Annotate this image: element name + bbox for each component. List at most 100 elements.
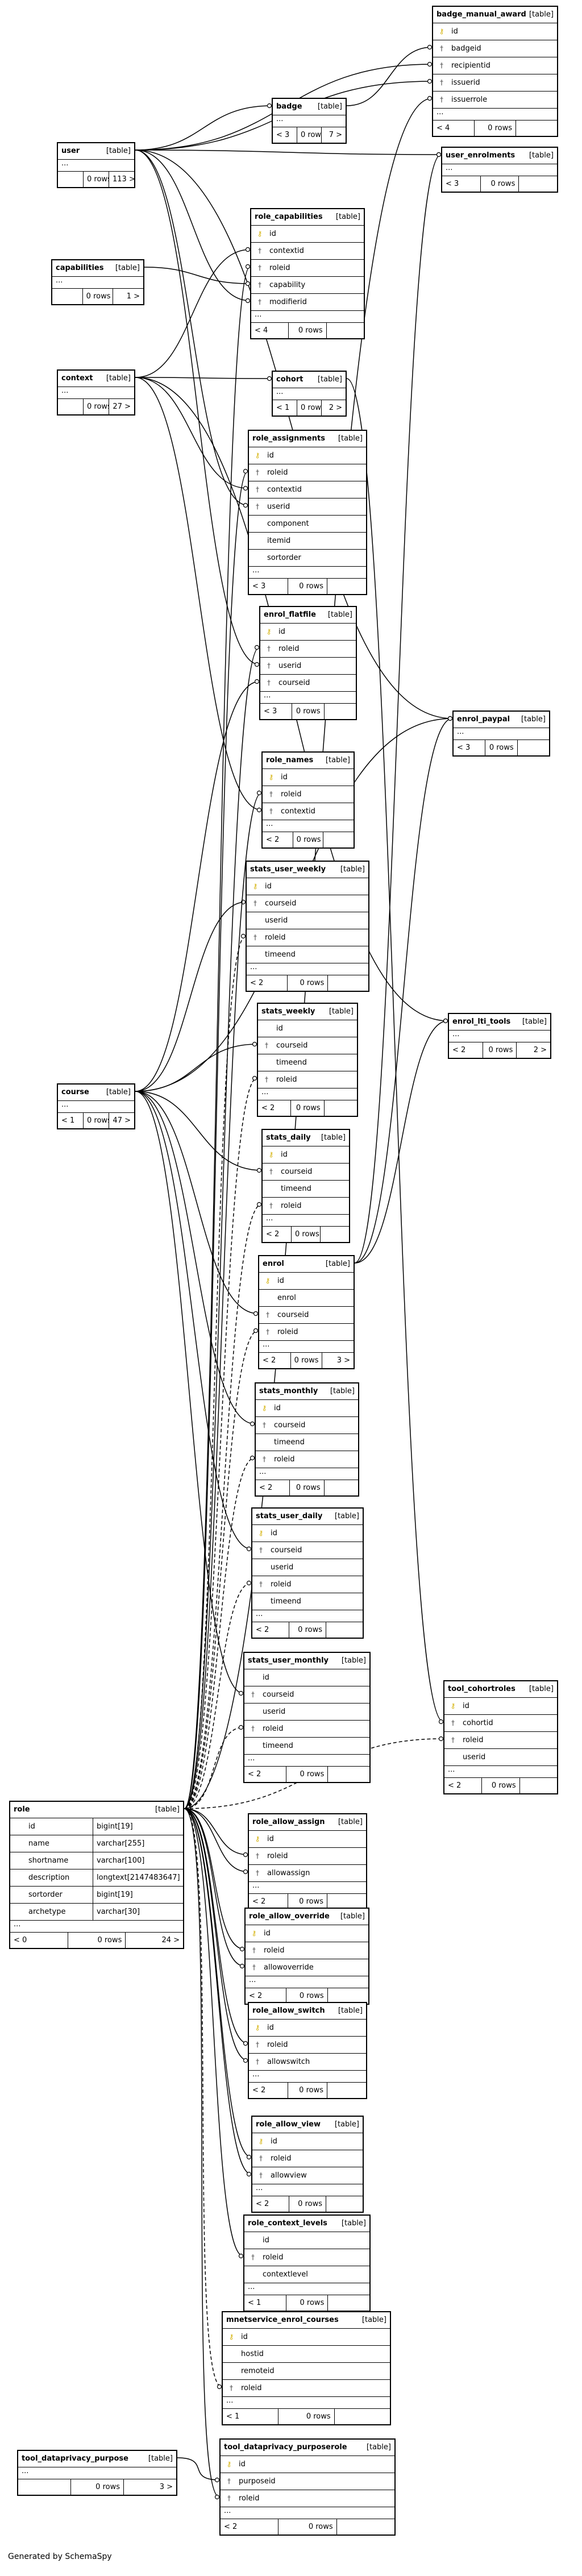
parents-count[interactable]: < 2 [261, 1104, 275, 1112]
table-course[interactable]: course[table]...< 10 rows47 > [57, 1083, 135, 1129]
children-count[interactable] [334, 2409, 390, 2424]
relationship-end-marker [245, 264, 251, 269]
parents-count[interactable]: < 1 [61, 1116, 75, 1125]
table-badge-manual-award[interactable]: badge_manual_award[table]⚷id†badgeid†rec… [432, 6, 558, 137]
parents-count[interactable]: < 2 [266, 1230, 280, 1239]
table-header: stats_daily[table] [263, 1130, 349, 1146]
table-role-allow-override[interactable]: role_allow_override[table]⚷id†roleid†all… [244, 1908, 369, 2005]
children-count[interactable] [516, 121, 557, 136]
parents-count[interactable]: < 2 [252, 1897, 266, 1906]
children-count[interactable] [327, 1988, 368, 2004]
table-role-capabilities[interactable]: role_capabilities[table]⚷id†contextid†ro… [250, 208, 365, 339]
table-role-allow-assign[interactable]: role_allow_assign[table]⚷id†roleid†allow… [248, 1813, 367, 1910]
parents-count[interactable]: < 3 [264, 707, 277, 716]
parents-count[interactable]: < 2 [259, 1484, 273, 1492]
parents-count[interactable]: < 2 [249, 1992, 263, 2000]
parents-count[interactable]: < 3 [276, 131, 290, 139]
children-count[interactable]: 113 > [109, 172, 134, 187]
relationship-end-marker [443, 1018, 448, 1024]
children-count[interactable] [323, 1480, 358, 1495]
foreign-key-icon: † [269, 807, 273, 815]
children-count[interactable] [323, 704, 356, 719]
parents-count[interactable]: < 2 [448, 1781, 462, 1790]
children-count[interactable] [327, 975, 368, 991]
parents-count[interactable]: < 2 [252, 2086, 266, 2095]
children-count[interactable]: 47 > [109, 1113, 134, 1128]
children-count[interactable] [327, 2083, 366, 2098]
parents-count[interactable]: < 1 [226, 2412, 240, 2421]
table-tool-dataprivacy-purpose[interactable]: tool_dataprivacy_purpose[table]...0 rows… [17, 2450, 177, 2496]
children-count[interactable] [327, 2295, 369, 2311]
column-row: †allowoverride [246, 1959, 368, 1976]
table-role-allow-view[interactable]: role_allow_view[table]⚷id†roleid†allowvi… [251, 2116, 364, 2213]
parents-count[interactable]: < 2 [224, 2523, 238, 2531]
parents-count[interactable]: < 0 [14, 1936, 27, 1945]
children-count[interactable] [518, 176, 557, 192]
children-count[interactable] [327, 1767, 369, 1782]
children-count[interactable] [327, 579, 366, 594]
table-badge[interactable]: badge[table]...< 30 rows7 > [272, 98, 347, 144]
children-count[interactable] [336, 2519, 394, 2535]
children-count[interactable]: 27 > [109, 399, 134, 414]
relationship-end-marker [243, 1869, 248, 1875]
table-tool-dataprivacy-purposerole[interactable]: tool_dataprivacy_purposerole[table]⚷id†p… [219, 2438, 396, 2536]
table-context[interactable]: context[table]...0 rows27 > [57, 369, 135, 416]
children-count[interactable]: 7 > [321, 127, 346, 143]
parents-count[interactable] [52, 289, 82, 304]
children-count[interactable] [327, 1894, 366, 1909]
parents-count[interactable]: < 1 [248, 2299, 261, 2307]
table-user[interactable]: user[table]...0 rows113 > [57, 142, 135, 188]
parents-count[interactable]: < 3 [446, 180, 459, 188]
parents-count[interactable] [18, 2479, 70, 2495]
table-enrol-flatfile[interactable]: enrol_flatfile[table]⚷id†roleid†userid†c… [259, 606, 357, 720]
children-count[interactable] [517, 740, 549, 755]
table-role-assignments[interactable]: role_assignments[table]⚷id†roleid†contex… [248, 430, 367, 595]
parents-count[interactable] [58, 172, 83, 187]
children-count[interactable]: 2 > [321, 400, 346, 416]
children-count[interactable] [519, 1778, 557, 1793]
parents-count[interactable]: < 2 [266, 836, 280, 844]
children-count[interactable]: 1 > [113, 289, 143, 304]
children-count[interactable]: 3 > [123, 2479, 176, 2495]
children-count[interactable] [323, 832, 354, 847]
parents-count[interactable]: < 4 [436, 124, 450, 132]
parents-count[interactable]: < 2 [248, 1770, 261, 1779]
parents-count[interactable]: < 2 [256, 1626, 269, 1634]
table-tool-cohortroles[interactable]: tool_cohortroles[table]⚷id†cohortid†role… [443, 1680, 558, 1794]
children-count[interactable] [326, 323, 364, 338]
children-count[interactable] [320, 1227, 349, 1242]
children-count[interactable] [326, 1622, 363, 1638]
parents-count[interactable]: < 2 [263, 1356, 276, 1365]
parents-count[interactable]: < 3 [252, 582, 266, 591]
parents-count[interactable]: < 3 [457, 743, 471, 752]
parents-count[interactable]: < 2 [256, 2200, 269, 2208]
table-role-allow-switch[interactable]: role_allow_switch[table]⚷id†roleid†allow… [248, 2002, 367, 2099]
children-count[interactable] [326, 2196, 363, 2212]
parents-count[interactable]: < 4 [255, 326, 268, 335]
table-role-names[interactable]: role_names[table]⚷id†roleid†contextid...… [261, 751, 355, 849]
parents-count[interactable] [58, 399, 83, 414]
children-count[interactable]: 3 > [322, 1353, 354, 1368]
parents-count[interactable]: < 2 [452, 1046, 466, 1054]
parents-count[interactable]: < 2 [250, 979, 264, 987]
parents-count[interactable]: < 1 [276, 404, 290, 412]
children-count[interactable]: 2 > [516, 1042, 550, 1058]
children-count[interactable]: 24 > [125, 1933, 183, 1948]
children-count[interactable] [323, 1100, 357, 1116]
